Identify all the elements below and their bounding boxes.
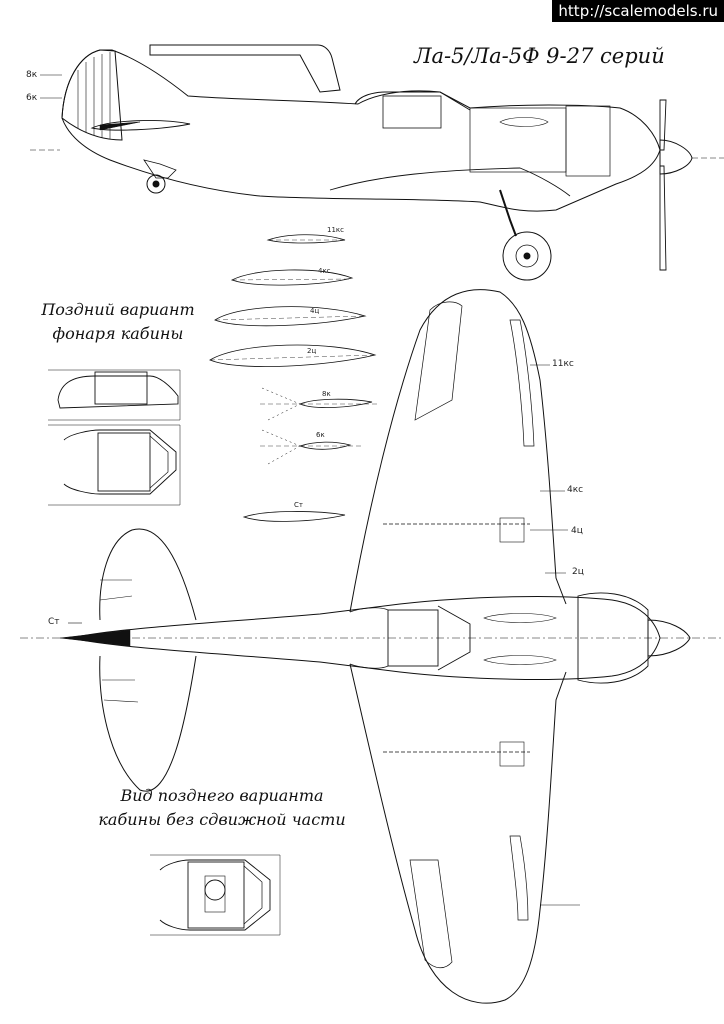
drawing-title: Ла-5/Ла-5Ф 9-27 серий bbox=[414, 44, 665, 68]
plan-view bbox=[20, 289, 724, 1004]
side-propeller bbox=[659, 99, 667, 271]
label-profile-4ts: 4ц bbox=[310, 307, 320, 315]
side-spinner bbox=[659, 139, 693, 175]
label-plan-4ks: 4кс bbox=[567, 485, 584, 495]
side-view bbox=[30, 44, 724, 281]
profile-2ts bbox=[209, 344, 377, 367]
profile-8k bbox=[298, 398, 373, 409]
profile-11ks bbox=[266, 234, 346, 244]
label-profile-2ts: 2ц bbox=[307, 347, 317, 355]
label-plan-4ts: 4ц bbox=[571, 526, 583, 536]
airfoil-profiles bbox=[209, 234, 380, 522]
plan-wing-upper bbox=[349, 289, 567, 613]
plan-wing-lower bbox=[349, 663, 567, 1004]
label-side-6k: 6к bbox=[26, 93, 38, 103]
label-profile-4ks: 4кс bbox=[318, 267, 331, 275]
caption-late-cockpit-line1: Вид позднего варианта bbox=[120, 786, 324, 805]
profile-st bbox=[242, 511, 346, 522]
label-plan-st: Ст bbox=[48, 617, 60, 627]
label-side-8k: 8к bbox=[26, 70, 38, 80]
canopy-detail bbox=[48, 369, 181, 506]
label-plan-2ts: 2ц bbox=[572, 567, 584, 577]
cockpit-detail bbox=[150, 854, 281, 936]
caption-late-canopy-line1: Поздний вариант bbox=[41, 300, 195, 319]
side-fin bbox=[61, 49, 123, 141]
side-fuselage bbox=[61, 49, 661, 212]
watermark: http://scalemodels.ru bbox=[552, 0, 724, 22]
label-plan-11ks: 11кс bbox=[552, 359, 574, 369]
side-canopy-open bbox=[149, 44, 341, 93]
caption-late-cockpit-line2: кабины без сдвижной части bbox=[98, 810, 346, 829]
label-profile-st: Ст bbox=[294, 501, 303, 509]
label-profile-8k: 8к bbox=[322, 390, 331, 398]
plan-hstab-lower bbox=[99, 655, 197, 792]
label-profile-6k: 6к bbox=[316, 431, 325, 439]
side-main-wheel bbox=[502, 231, 552, 281]
profile-4ts bbox=[214, 306, 367, 327]
plan-spinner bbox=[647, 619, 691, 657]
caption-late-canopy: Поздний вариант фонаря кабины bbox=[38, 298, 198, 346]
caption-late-canopy-line2: фонаря кабины bbox=[52, 324, 184, 343]
caption-late-cockpit: Вид позднего варианта кабины без сдвижно… bbox=[92, 784, 352, 832]
profile-6k bbox=[298, 441, 352, 450]
plan-hstab-upper bbox=[99, 528, 197, 621]
label-profile-11ks: 11кс bbox=[327, 226, 344, 234]
profile-4ks bbox=[230, 269, 354, 286]
